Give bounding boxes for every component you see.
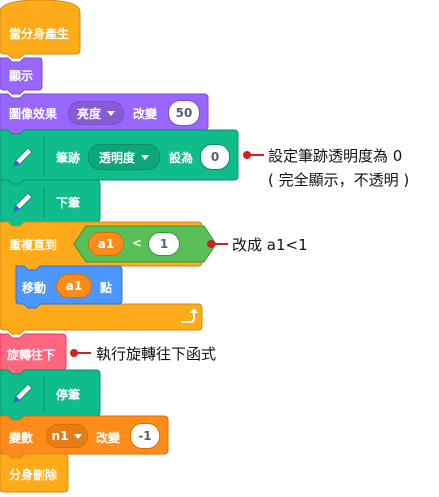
- pen-property-dropdown-value: 透明度: [98, 150, 135, 165]
- annotation-dot: [70, 349, 78, 357]
- image-effect-dropdown[interactable]: 亮度: [68, 101, 124, 125]
- chevron-down-icon: [141, 154, 149, 160]
- pen-down-label: 下筆: [56, 196, 81, 210]
- pen-icon: [13, 192, 33, 212]
- hat-block-shape[interactable]: [0, 0, 81, 59]
- variable-dropdown-value: n1: [51, 429, 69, 443]
- annotation-line: [250, 154, 264, 156]
- pen-down-block-shape[interactable]: [0, 179, 101, 227]
- move-steps-reporter[interactable]: a1: [56, 274, 92, 298]
- pen-annotation-line1: 設定筆跡透明度為 0: [268, 147, 403, 165]
- delete-clone-block-shape[interactable]: [0, 453, 69, 493]
- pen-up-label: 停筆: [56, 388, 81, 402]
- image-effect-value-input[interactable]: 50: [168, 100, 200, 126]
- variable-change-value-input[interactable]: -1: [130, 423, 160, 449]
- pen-annotation-line2: ( 完全顯示，不透明 ): [268, 171, 410, 189]
- chevron-down-icon: [107, 110, 115, 116]
- annotation-dot: [243, 151, 251, 159]
- delete-clone-label: 分身刪除: [9, 468, 58, 482]
- variable-change-verb: 改變: [96, 431, 121, 445]
- image-effect-dropdown-value: 亮度: [76, 106, 101, 121]
- pen-icon: [13, 147, 33, 167]
- pen-transparency-value-input[interactable]: 0: [200, 144, 230, 170]
- show-label: 顯示: [9, 69, 34, 83]
- variable-dropdown[interactable]: n1: [46, 424, 88, 448]
- chevron-down-icon: [74, 433, 83, 439]
- less-than-symbol: <: [132, 236, 143, 250]
- pen-icon: [13, 383, 33, 403]
- rotate-down-block-shape[interactable]: [0, 333, 67, 375]
- rotate-down-label: 旋轉往下: [7, 348, 56, 362]
- rotate-annotation: 執行旋轉往下函式: [96, 345, 217, 363]
- until-annotation: 改成 a1<1: [232, 236, 308, 254]
- less-than-right-input[interactable]: 1: [148, 232, 180, 256]
- variable-change-label: 變數: [9, 431, 34, 445]
- pen-property-dropdown[interactable]: 透明度: [88, 144, 160, 170]
- pen-set-label: 設為: [169, 151, 194, 165]
- annotation-line: [214, 243, 228, 245]
- image-effect-change-label: 改變: [133, 107, 158, 121]
- show-block-shape[interactable]: [0, 57, 43, 95]
- loop-arrow-icon: [181, 308, 198, 323]
- pen-up-block-shape[interactable]: [0, 369, 101, 421]
- move-label: 移動: [22, 281, 47, 295]
- repeat-until-label: 重複直到: [9, 238, 58, 252]
- image-effect-label: 圖像效果: [9, 107, 58, 121]
- hat-label: 當分身產生: [9, 27, 70, 41]
- pen-label: 筆跡: [56, 151, 81, 165]
- move-suffix-label: 點: [100, 281, 113, 295]
- annotation-dot: [207, 240, 215, 248]
- annotation-line: [77, 352, 91, 354]
- variable-a1-reporter[interactable]: a1: [88, 232, 124, 256]
